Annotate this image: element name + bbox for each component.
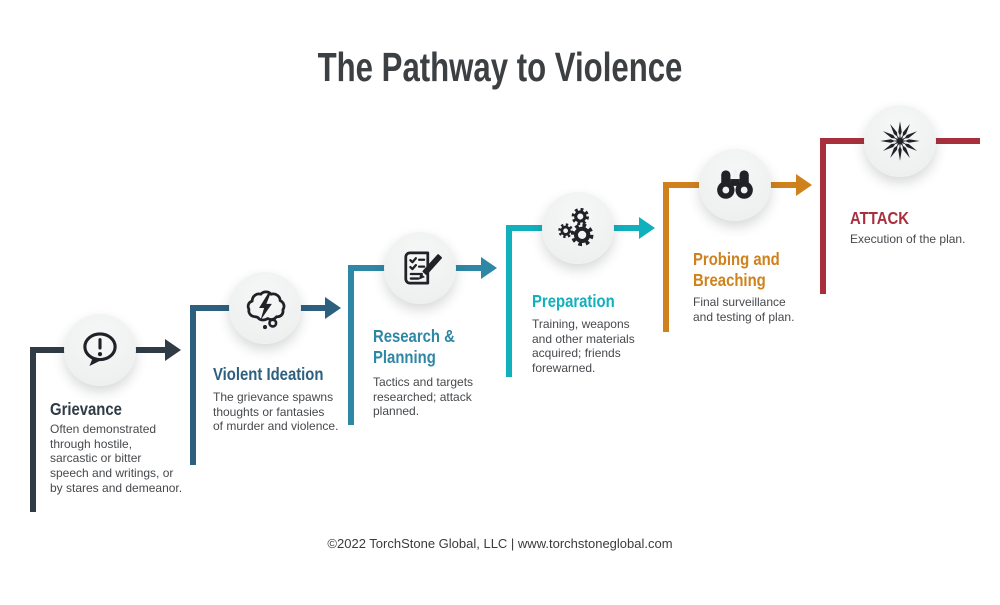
stage-probing-breaching-step-line xyxy=(663,182,796,188)
stage-violent-ideation-icon-badge xyxy=(229,272,301,344)
stage-preparation-description: Training, weapons and other materials ac… xyxy=(532,317,635,375)
stage-preparation-step-line xyxy=(506,225,639,231)
stage-grievance-icon-badge xyxy=(64,314,136,386)
binoculars-icon xyxy=(717,169,753,199)
stage-violent-ideation-label: Violent Ideation xyxy=(213,364,324,384)
stage-preparation-riser-line xyxy=(506,225,512,377)
stage-attack-icon-badge xyxy=(864,105,936,177)
stage-attack-step-line xyxy=(820,138,980,144)
stage-grievance-step-line xyxy=(30,347,165,353)
stage-research-planning-label: Research & Planning xyxy=(373,326,455,367)
stage-research-planning-step-line xyxy=(348,265,481,271)
thought-cloud-lightning-icon xyxy=(246,290,286,330)
diagram-title: The Pathway to Violence xyxy=(0,44,1000,91)
stage-research-planning-riser-line xyxy=(348,265,354,425)
stage-attack-riser-line xyxy=(820,138,826,294)
stage-violent-ideation-riser-line xyxy=(190,305,196,465)
footer-credit: ©2022 TorchStone Global, LLC | www.torch… xyxy=(327,536,673,551)
diagram-title-text: The Pathway to Violence xyxy=(317,44,683,90)
stage-violent-ideation-step-line xyxy=(190,305,325,311)
stage-research-planning-icon-badge xyxy=(384,232,456,304)
checklist-pencil-icon xyxy=(404,251,442,285)
stage-research-planning-arrow-icon xyxy=(481,257,497,279)
stage-preparation-label: Preparation xyxy=(532,291,615,311)
stage-violent-ideation-arrow-icon xyxy=(325,297,341,319)
stage-violent-ideation-description: The grievance spawns thoughts or fantasi… xyxy=(213,390,339,434)
stage-grievance-arrow-icon xyxy=(165,339,181,361)
stage-probing-breaching-icon-badge xyxy=(699,149,771,221)
explosion-burst-icon xyxy=(880,121,920,161)
stage-grievance-label: Grievance xyxy=(50,399,122,419)
stage-research-planning-description: Tactics and targets researched; attack p… xyxy=(373,375,474,419)
stage-preparation-arrow-icon xyxy=(639,217,655,239)
stage-probing-breaching-description: Final surveillance and testing of plan. xyxy=(693,295,795,324)
stage-grievance-description: Often demonstrated through hostile, sarc… xyxy=(50,422,183,495)
stage-probing-breaching-label: Probing and Breaching xyxy=(693,249,780,290)
speech-bubble-exclamation-icon xyxy=(83,332,117,367)
stage-probing-breaching-arrow-icon xyxy=(796,174,812,196)
gears-icon xyxy=(558,207,594,247)
stage-preparation-icon-badge xyxy=(542,192,614,264)
stage-attack-description: Execution of the plan. xyxy=(850,232,966,246)
stage-attack-label: ATTACK xyxy=(850,208,909,228)
stage-grievance-riser-line xyxy=(30,347,36,512)
stage-probing-breaching-riser-line xyxy=(663,182,669,332)
